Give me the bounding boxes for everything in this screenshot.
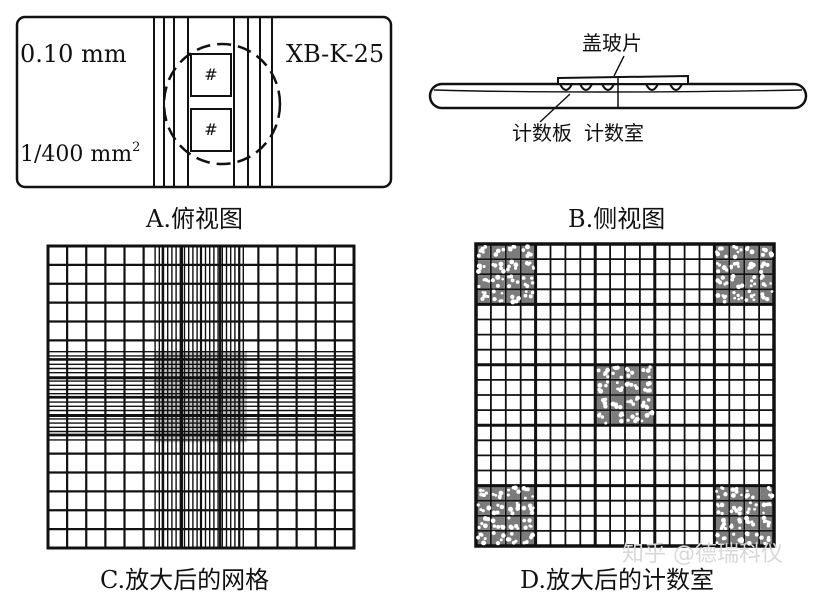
counted-cells-speckle: [476, 244, 775, 546]
grid-lines: [46, 244, 356, 550]
caption-b: B.侧视图: [568, 205, 666, 233]
counting-chamber-label: 计数室: [584, 121, 644, 145]
model-label: XB-K-25: [286, 40, 384, 68]
panel-b-side-view: 盖玻片 计数板 计数室: [420, 18, 810, 188]
cover-slip-label: 盖玻片: [582, 31, 642, 55]
chamber-wells: [559, 83, 683, 91]
counting-board-label: 计数板: [512, 121, 572, 145]
panel-d-chamber: [470, 238, 780, 552]
grid-mark-icon: #: [204, 65, 217, 84]
magnified-chamber-drawing: [474, 242, 776, 548]
watermark: 知乎 @德瑞科仪: [622, 542, 783, 567]
cover-slip: [557, 74, 689, 85]
cover-slip-outline: [162, 42, 282, 166]
counting-chamber-upper: [190, 53, 232, 97]
caption-c: C.放大后的网格: [100, 566, 270, 594]
area-label: 1/400 mm2: [20, 140, 140, 167]
depth-label: 0.10 mm: [20, 40, 127, 68]
side-view-drawing: 盖玻片 计数板 计数室: [428, 31, 808, 145]
magnified-grid-drawing: [46, 244, 356, 550]
caption-a: A.俯视图: [146, 205, 243, 233]
chamber-grid-lines: [474, 242, 776, 548]
top-view-drawing: # # 0.10 mm 1/400 mm2 XB-K-25: [15, 15, 393, 189]
chamber-groove-lines: [153, 17, 273, 187]
panel-a-top-view: # # 0.10 mm 1/400 mm2 XB-K-25: [14, 14, 394, 190]
cover-slip-leader: [613, 55, 625, 77]
panel-c-grid: [40, 238, 362, 556]
caption-d: D.放大后的计数室: [520, 566, 715, 594]
board-leader: [539, 93, 571, 123]
counting-chamber-lower: [190, 108, 232, 152]
grid-mark-icon: #: [204, 120, 217, 139]
